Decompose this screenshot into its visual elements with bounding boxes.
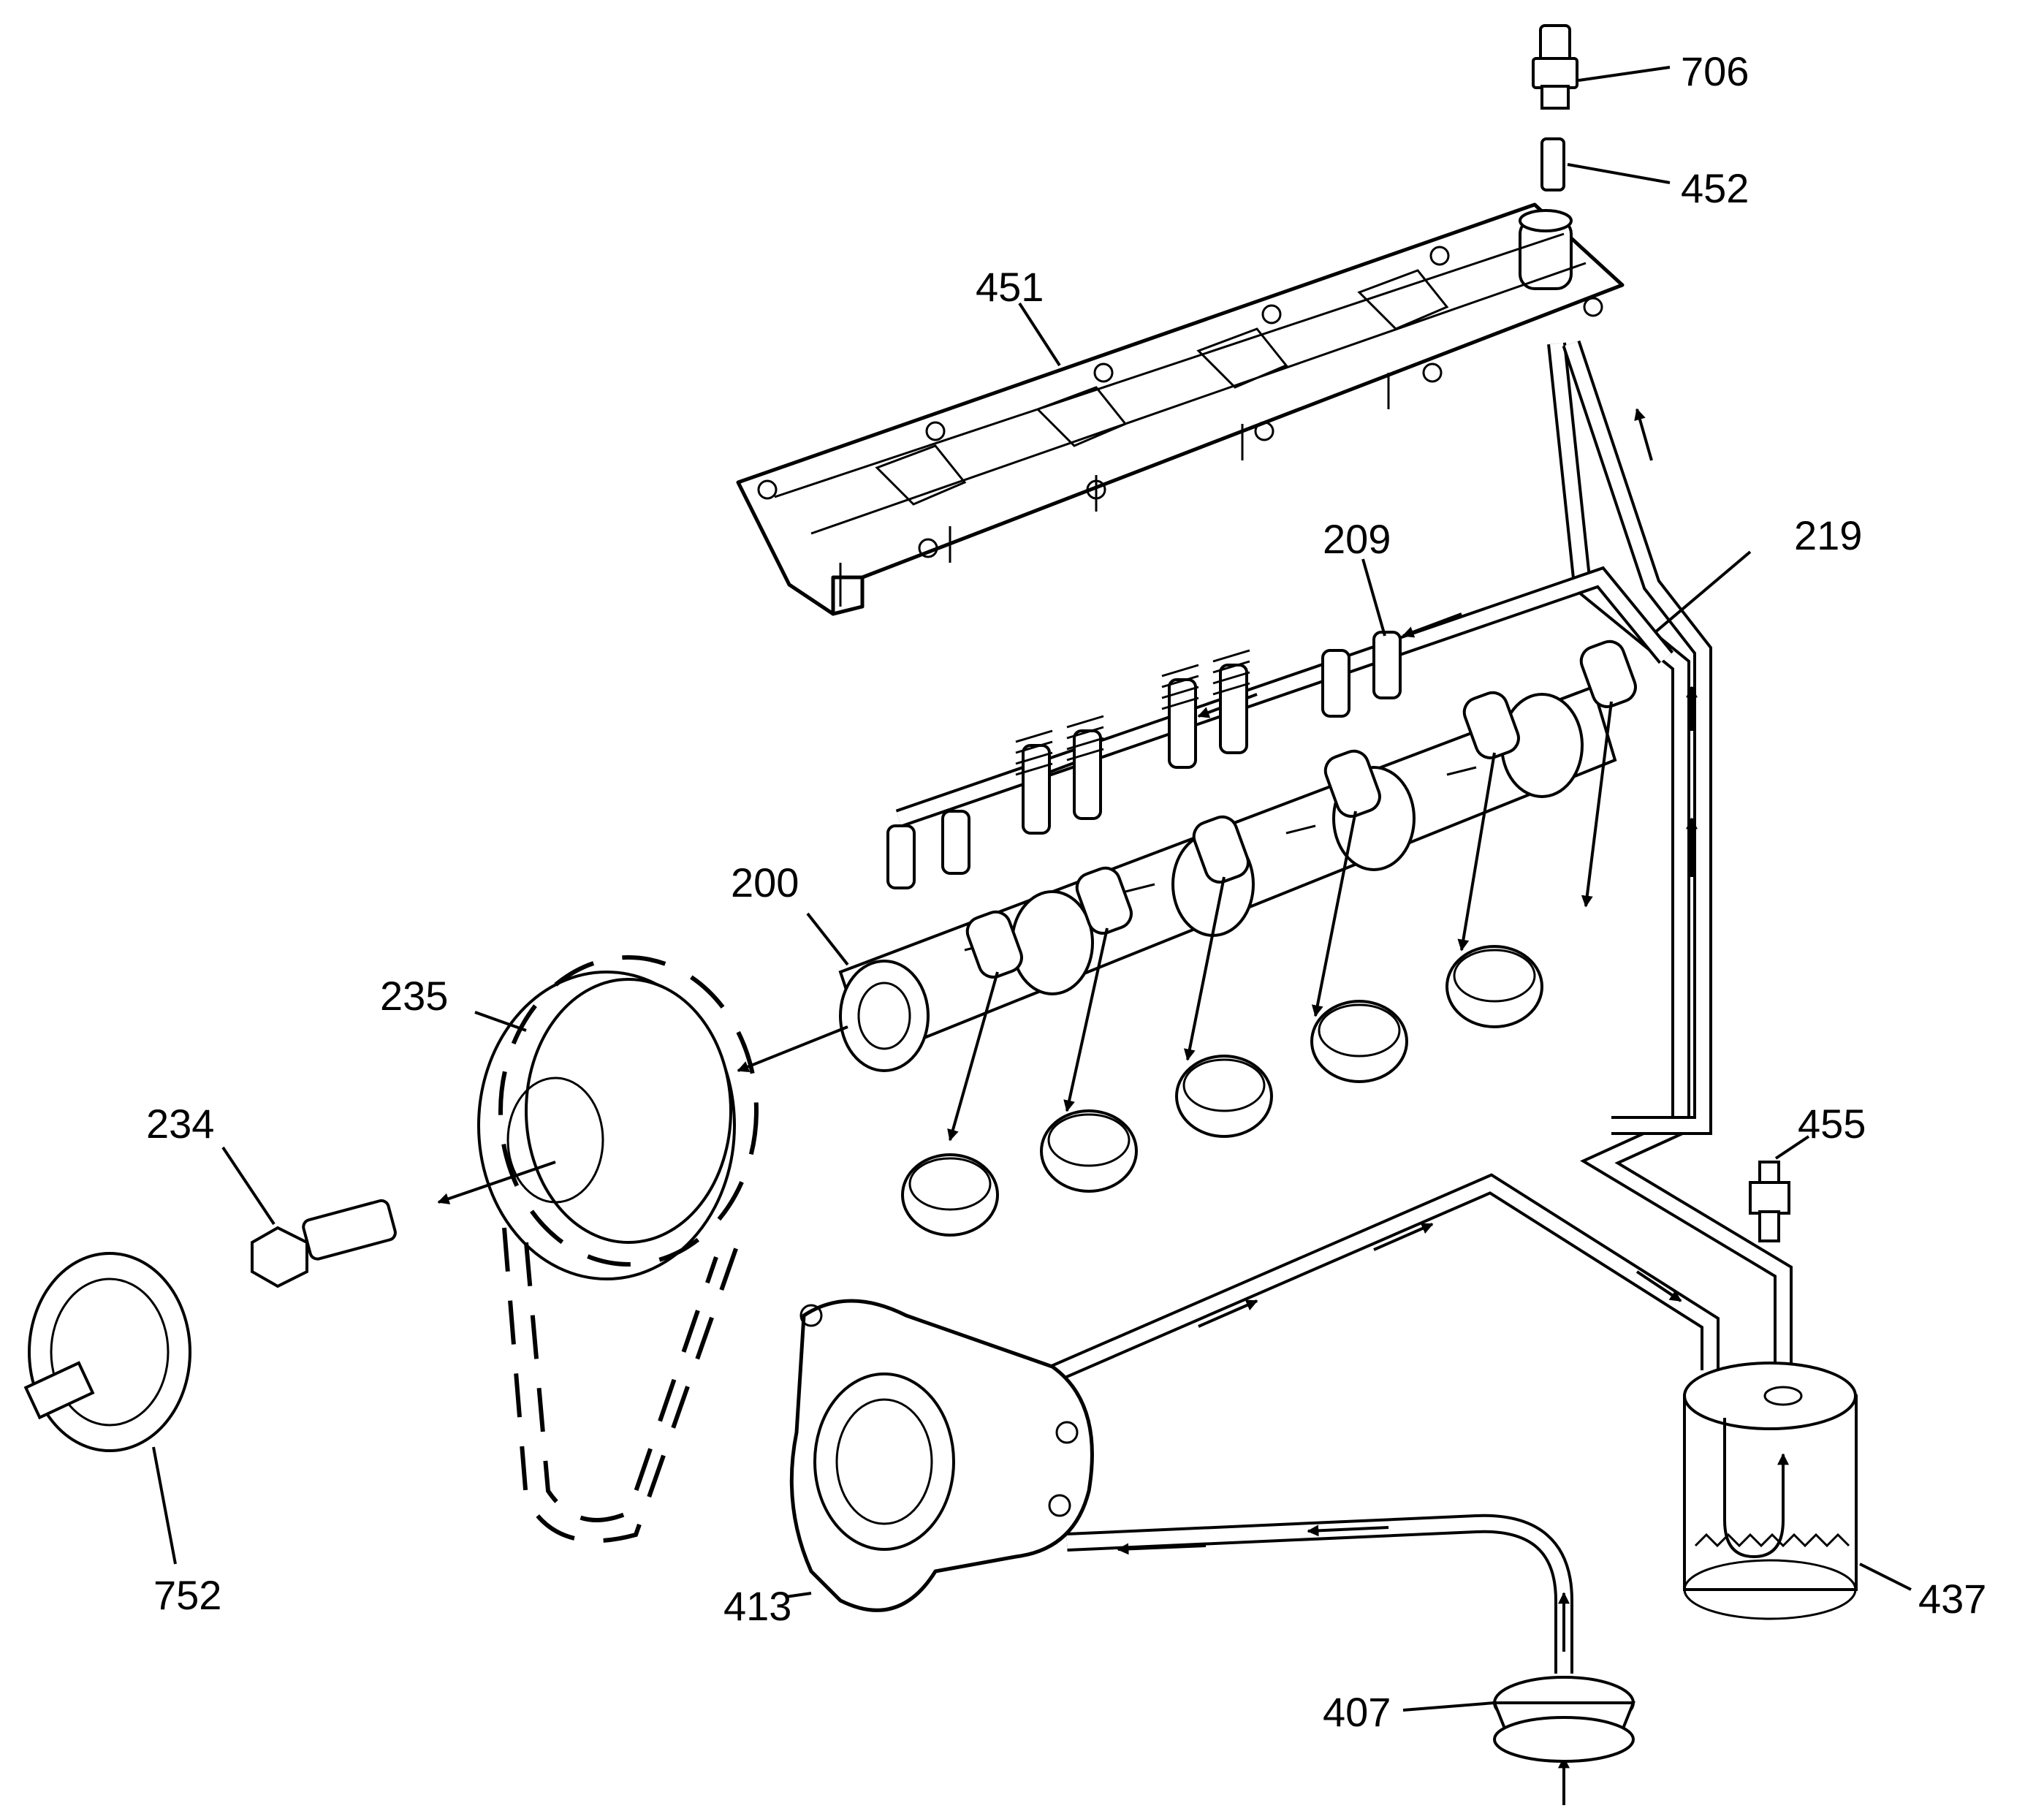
fitting-452 bbox=[1540, 137, 1671, 191]
oil-pump-413 bbox=[785, 1299, 1094, 1612]
callout-452: 452 bbox=[1681, 165, 1749, 211]
oil-pickup-407 bbox=[1402, 1676, 1635, 1763]
pushrods-219 bbox=[947, 550, 1752, 1142]
callout-235: 235 bbox=[380, 973, 449, 1019]
callout-234: 234 bbox=[146, 1101, 215, 1147]
callout-451: 451 bbox=[976, 264, 1044, 310]
callout-200: 200 bbox=[731, 859, 799, 906]
callout-706: 706 bbox=[1681, 48, 1749, 94]
oil-filter-437 bbox=[1683, 1362, 1912, 1620]
sprocket-bolt-234 bbox=[221, 1146, 556, 1288]
oil-plug-455 bbox=[1749, 1135, 1810, 1242]
oil-flow-passages bbox=[895, 340, 1793, 1805]
callout-209: 209 bbox=[1323, 516, 1391, 562]
camshaft-sensor-cover-752 bbox=[23, 1252, 191, 1565]
lifter-bores bbox=[901, 945, 1543, 1237]
callout-219: 219 bbox=[1794, 512, 1863, 558]
callout-413: 413 bbox=[723, 1583, 792, 1629]
callout-752: 752 bbox=[153, 1572, 222, 1618]
callout-407: 407 bbox=[1323, 1689, 1391, 1735]
valley-cover-451 bbox=[736, 202, 1625, 616]
oil-pressure-sensor-706 bbox=[1532, 24, 1671, 110]
callout-437: 437 bbox=[1918, 1576, 1987, 1622]
callout-455: 455 bbox=[1798, 1101, 1866, 1147]
cam-sprocket-chain-235 bbox=[474, 955, 848, 1544]
valve-lifters-209 bbox=[886, 558, 1402, 889]
